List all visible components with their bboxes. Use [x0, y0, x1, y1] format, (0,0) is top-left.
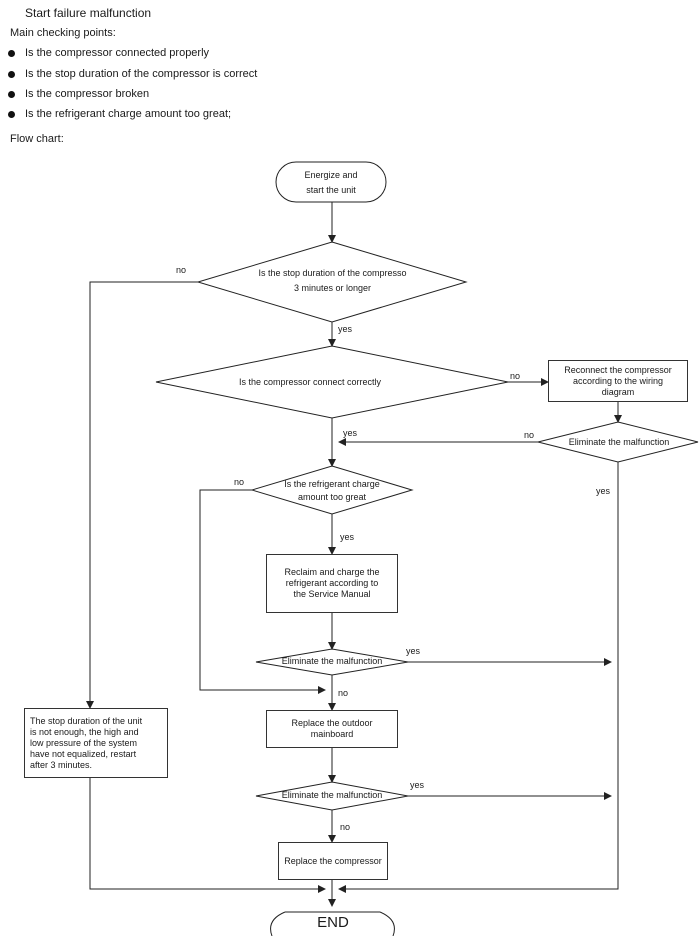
- decision-stop-duration-text: Is the stop duration of the compresso 3 …: [210, 268, 455, 294]
- bullet-icon: [8, 71, 15, 78]
- branch-label-no: no: [340, 822, 351, 832]
- branch-label-no: no: [176, 265, 187, 275]
- decision-text-line: amount too great: [297, 492, 367, 502]
- checking-point: Is the stop duration of the compressor i…: [25, 68, 258, 80]
- bullet-icon: [8, 111, 15, 118]
- branch-label-yes: yes: [410, 780, 425, 790]
- end-label: END: [317, 914, 349, 931]
- reconnect-box: Reconnect the compressor according to th…: [548, 360, 688, 402]
- box-text-line: The stop duration of the unit: [30, 715, 143, 726]
- decision-refrigerant-text: Is the refrigerant charge amount too gre…: [262, 479, 402, 503]
- decision-text-line: Is the stop duration of the compresso: [258, 268, 407, 278]
- box-text-line: according to the wiring: [572, 375, 664, 386]
- bullet-icon: [8, 91, 15, 98]
- box-text-line: low pressure of the system: [30, 737, 138, 748]
- checking-point: Is the compressor broken: [25, 88, 150, 100]
- box-text-line: refrigerant according to: [285, 578, 379, 588]
- branch-label-yes: yes: [406, 646, 421, 656]
- bullet-icon: [8, 50, 15, 57]
- decision-eliminate-2-text: Eliminate the malfunction: [281, 656, 383, 666]
- branch-label-yes: yes: [343, 428, 358, 438]
- branch-label-yes: yes: [596, 486, 611, 496]
- start-label: Energize and start the unit: [276, 170, 386, 196]
- decision-eliminate-right-text: Eliminate the malfunction: [568, 437, 670, 447]
- box-text-line: is not enough, the high and: [30, 726, 139, 737]
- stop-note-box: The stop duration of the unit is not eno…: [24, 708, 168, 778]
- box-text-line: mainboard: [310, 729, 354, 739]
- flow-heading: Flow chart:: [10, 133, 64, 145]
- box-text-line: have not equalized, restart: [30, 748, 137, 759]
- branch-label-yes: yes: [338, 324, 353, 334]
- branch-label-no: no: [338, 688, 349, 698]
- decision-compressor-connect-text: Is the compressor connect correctly: [238, 377, 382, 387]
- page-title: Start failure malfunction: [25, 6, 152, 20]
- decision-text-line: 3 minutes or longer: [293, 283, 372, 293]
- branch-label-no: no: [524, 430, 535, 440]
- box-text-line: Reconnect the compressor: [564, 364, 672, 375]
- decision-text-line: Is the refrigerant charge: [284, 479, 380, 489]
- checking-point: Is the refrigerant charge amount too gre…: [25, 108, 232, 120]
- box-text-line: Replace the outdoor: [291, 718, 373, 728]
- branch-label-no: no: [510, 371, 521, 381]
- branch-label-yes: yes: [340, 532, 355, 542]
- checking-heading: Main checking points:: [10, 27, 116, 39]
- decision-eliminate-3-text: Eliminate the malfunction: [281, 790, 383, 800]
- start-label-line: start the unit: [306, 185, 356, 195]
- end-terminator: [270, 911, 395, 936]
- reclaim-box: Reclaim and charge the refrigerant accor…: [266, 554, 398, 613]
- box-text-line: after 3 minutes.: [30, 759, 93, 770]
- replace-compressor-box: Replace the compressor: [278, 842, 388, 880]
- replace-mainboard-box: Replace the outdoor mainboard: [266, 710, 398, 748]
- box-text-line: the Service Manual: [293, 589, 371, 599]
- start-label-line: Energize and: [304, 170, 358, 180]
- branch-label-no: no: [234, 477, 245, 487]
- box-text-line: diagram: [601, 386, 635, 397]
- checking-point: Is the compressor connected properly: [25, 47, 210, 59]
- box-text-line: Reclaim and charge the: [284, 567, 380, 577]
- start-terminator: [275, 161, 387, 203]
